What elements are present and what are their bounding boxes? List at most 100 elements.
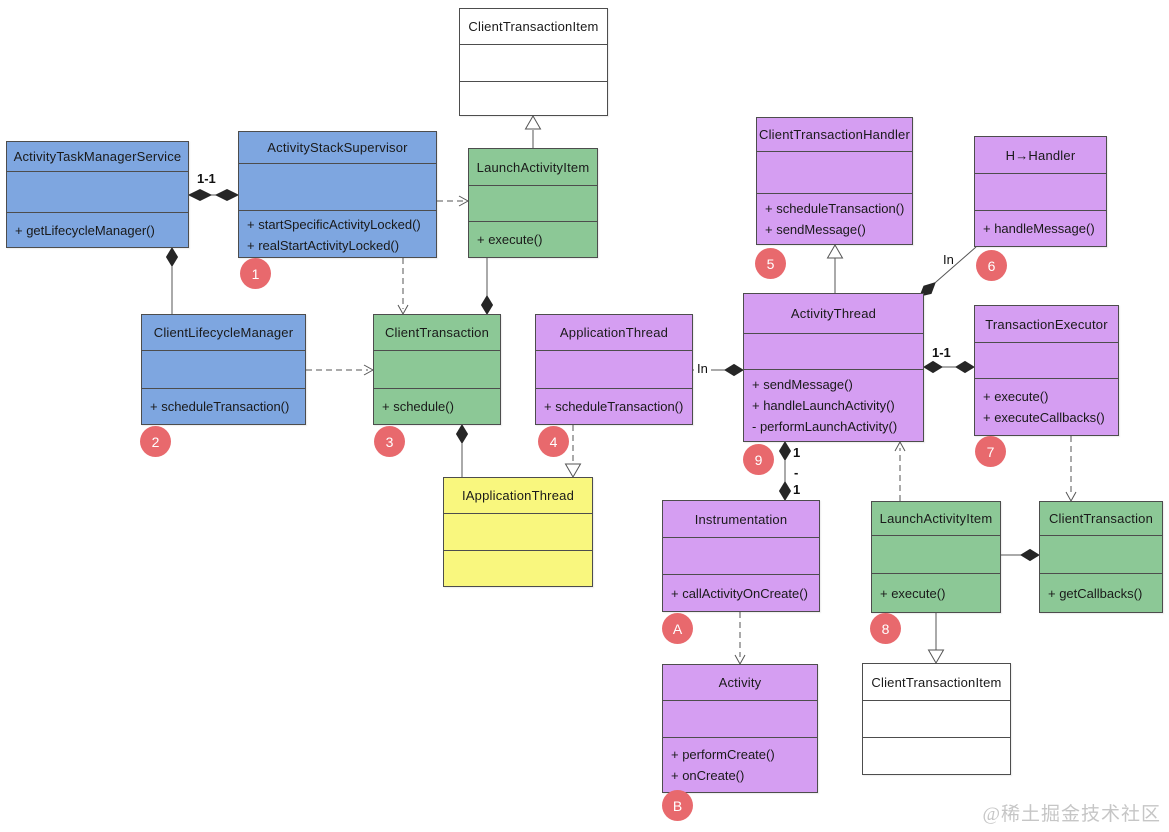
class-methods: + execute() [469, 222, 597, 257]
class-title: TransactionExecutor [975, 306, 1118, 343]
rel-transactionexecutor-clienttransaction [1065, 436, 1077, 503]
class-attributes [536, 351, 692, 389]
class-attributes [1040, 536, 1162, 574]
method: + handleLaunchActivity() [752, 398, 895, 413]
method: + sendMessage() [765, 222, 866, 237]
method: + startSpecificActivityLocked() [247, 217, 421, 232]
class-title: Activity [663, 665, 817, 701]
class-title: ActivityStackSupervisor [239, 132, 436, 164]
step-badge-8: 8 [870, 613, 901, 644]
method: + execute() [477, 232, 543, 247]
step-badge-b: B [662, 790, 693, 821]
class-attributes [444, 514, 592, 551]
edge-label-instrumentation-mult-top: 1 [793, 445, 801, 460]
rel-clm-clienttransaction [306, 364, 375, 376]
class-title: LaunchActivityItem [872, 502, 1000, 536]
method: - performLaunchActivity() [752, 419, 898, 434]
class-clientlifecyclemanager: ClientLifecycleManager + scheduleTransac… [141, 314, 306, 425]
class-launchactivityitem-top: LaunchActivityItem + execute() [468, 148, 598, 258]
class-attributes [239, 164, 436, 211]
class-attributes [975, 343, 1118, 379]
class-title: ClientTransactionItem [460, 9, 607, 45]
step-badge-9: 9 [743, 444, 774, 475]
rel-launchactivityitem-clienttransactionitem-bottom [927, 613, 945, 665]
rel-activitythread-instrumentation [778, 441, 792, 501]
method: + scheduleTransaction() [765, 201, 905, 216]
edge-label-atms-ass-multiplicity: 1-1 [197, 171, 216, 186]
class-methods [460, 82, 607, 115]
class-title: H→Handler [975, 137, 1106, 174]
step-badge-5: 5 [755, 248, 786, 279]
class-h-handler: H→Handler + handleMessage() [974, 136, 1107, 247]
method: + scheduleTransaction() [544, 399, 684, 414]
class-attributes [744, 334, 923, 370]
rel-instrumentation-activity [734, 612, 746, 666]
class-methods: + getCallbacks() [1040, 574, 1162, 612]
step-badge-1: 1 [240, 258, 271, 289]
rel-atms-clm [165, 247, 179, 314]
class-methods [863, 738, 1010, 774]
class-attributes [374, 351, 500, 389]
class-attributes [757, 152, 912, 194]
rel-ass-launchactivityitem [437, 195, 470, 207]
class-methods: + handleMessage() [975, 211, 1106, 246]
rel-launchactivityitem-activitythread [894, 440, 906, 501]
method: + sendMessage() [752, 377, 853, 392]
rel-activitythread-clienttransactionhandler [826, 243, 844, 293]
class-instrumentation: Instrumentation + callActivityOnCreate() [662, 500, 820, 612]
class-clienttransactionitem-top: ClientTransactionItem [459, 8, 608, 116]
edge-label-handler-in: In [943, 252, 954, 267]
rel-activitythread-transactionexecutor [923, 360, 975, 374]
rel-activitythread-hhandler [919, 246, 977, 297]
class-methods: + sendMessage() + handleLaunchActivity()… [744, 370, 923, 441]
class-attributes [142, 351, 305, 389]
class-title: IApplicationThread [444, 478, 592, 514]
class-methods: + scheduleTransaction() [142, 389, 305, 424]
method: + execute() [880, 585, 946, 601]
class-title: ActivityTaskManagerService [7, 142, 188, 172]
step-badge-7: 7 [975, 436, 1006, 467]
rel-applicationthread-iapplicationthread [564, 425, 582, 479]
class-activitystacksupervisor: ActivityStackSupervisor + startSpecificA… [238, 131, 437, 258]
method: + getCallbacks() [1048, 585, 1143, 601]
method: + execute() [983, 389, 1049, 404]
method: + executeCallbacks() [983, 410, 1105, 425]
class-activitytaskmanagerservice: ActivityTaskManagerService + getLifecycl… [6, 141, 189, 248]
class-applicationthread: ApplicationThread + scheduleTransaction(… [535, 314, 693, 425]
class-methods: + execute() + executeCallbacks() [975, 379, 1118, 435]
class-title: ClientLifecycleManager [142, 315, 305, 351]
method: + handleMessage() [983, 221, 1095, 236]
rel-launchactivityitem-clienttransaction [480, 258, 494, 315]
class-title: ClientTransactionItem [863, 664, 1010, 701]
step-badge-a: A [662, 613, 693, 644]
class-methods: + execute() [872, 574, 1000, 612]
class-activity: Activity + performCreate() + onCreate() [662, 664, 818, 793]
class-title: ApplicationThread [536, 315, 692, 351]
edge-label-instrumentation-mult-mid: - [794, 465, 799, 480]
class-title: ClientTransaction [374, 315, 500, 351]
step-badge-6: 6 [976, 250, 1007, 281]
class-attributes [975, 174, 1106, 211]
class-methods: + startSpecificActivityLocked() + realSt… [239, 211, 436, 259]
rel-launchactivityitem-clienttransactionitem-top [524, 114, 542, 148]
class-attributes [663, 538, 819, 575]
class-attributes [469, 186, 597, 222]
edge-label-instrumentation-mult-bottom: 1 [793, 482, 801, 497]
class-methods: + schedule() [374, 389, 500, 424]
step-badge-4: 4 [538, 426, 569, 457]
class-transactionexecutor: TransactionExecutor + execute() + execut… [974, 305, 1119, 436]
edge-label-applicationthread-in: In [694, 362, 711, 376]
class-methods: + callActivityOnCreate() [663, 575, 819, 611]
class-title: Instrumentation [663, 501, 819, 538]
method: + onCreate() [671, 768, 745, 783]
watermark: @稀土掘金技术社区 [982, 804, 1161, 825]
method: + realStartActivityLocked() [247, 238, 400, 253]
class-methods: + scheduleTransaction() + sendMessage() [757, 194, 912, 244]
class-clienttransaction-mid: ClientTransaction + schedule() [373, 314, 501, 425]
edge-label-activitythread-executor-multiplicity: 1-1 [932, 345, 951, 360]
class-attributes [460, 45, 607, 82]
class-attributes [663, 701, 817, 738]
class-title: LaunchActivityItem [469, 149, 597, 186]
method: + scheduleTransaction() [150, 399, 290, 414]
